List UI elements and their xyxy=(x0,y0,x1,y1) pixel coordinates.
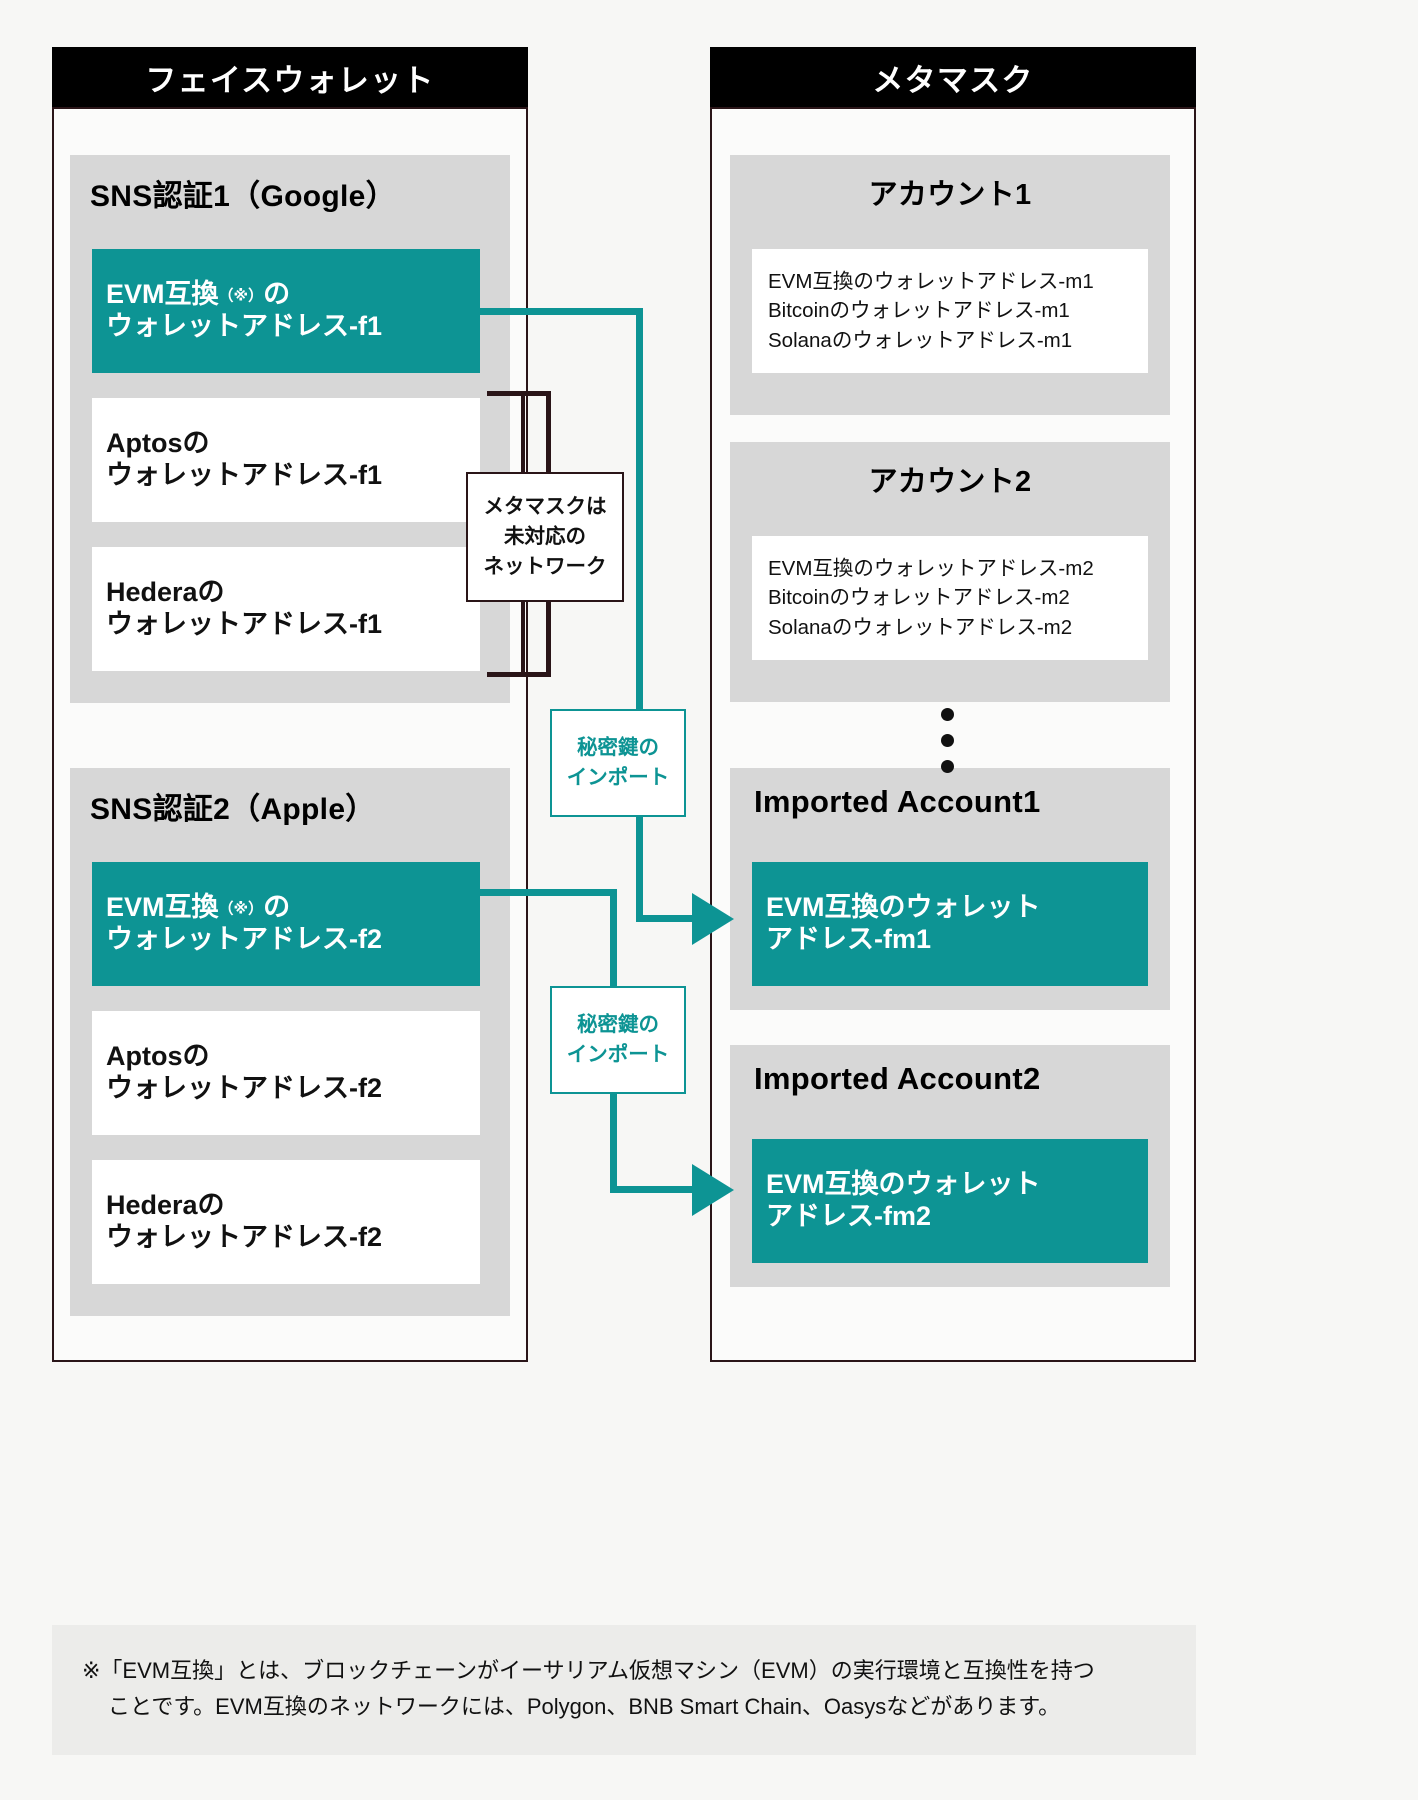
vertical-ellipsis-icon xyxy=(941,708,954,773)
chip-aptos-address-f1[interactable]: Aptosの ウォレットアドレス-f1 xyxy=(92,398,480,522)
connector-f2-h2 xyxy=(610,1186,698,1193)
label-line-2: インポート xyxy=(566,766,670,789)
group-title-account-1: アカウント1 xyxy=(868,179,1032,211)
note-line-1: メタマスクは xyxy=(483,495,607,519)
chip-evm-address-fm2[interactable]: EVM互換のウォレット アドレス-fm2 xyxy=(752,1139,1148,1263)
address-list-account-1: EVM互換のウォレットアドレス-m1 Bitcoinのウォレットアドレス-m1 … xyxy=(752,249,1148,373)
connector-unsupported-top xyxy=(487,391,551,396)
chip-line-1: EVM互換（※）の xyxy=(106,279,291,310)
connector-f1-v1 xyxy=(636,308,643,710)
chip-line-2: ウォレットアドレス-f1 xyxy=(106,460,382,490)
panel-header-metamask: メタマスク xyxy=(710,47,1196,107)
chip-line-2: ウォレットアドレス-f2 xyxy=(106,1222,382,1252)
chip-hedera-address-f1[interactable]: Hederaの ウォレットアドレス-f1 xyxy=(92,547,480,671)
address-line: Solanaのウォレットアドレス-m1 xyxy=(768,328,1073,352)
chip-line-1: Aptosの xyxy=(106,428,210,459)
chip-evm-address-f1[interactable]: EVM互換（※）の ウォレットアドレス-f1 xyxy=(92,249,480,373)
chip-line-2: アドレス-fm1 xyxy=(766,924,932,954)
label-private-key-import-2: 秘密鍵の インポート xyxy=(550,986,686,1094)
connector-f1-v2 xyxy=(636,816,643,922)
chip-hedera-address-f2[interactable]: Hederaの ウォレットアドレス-f2 xyxy=(92,1160,480,1284)
arrowhead-import-fm2 xyxy=(692,1164,734,1216)
address-list-account-2: EVM互換のウォレットアドレス-m2 Bitcoinのウォレットアドレス-m2 … xyxy=(752,536,1148,660)
group-title-imported-account-1: Imported Account1 xyxy=(754,784,1041,819)
chip-evm-address-f2[interactable]: EVM互換（※）の ウォレットアドレス-f2 xyxy=(92,862,480,986)
connector-f2-v2 xyxy=(610,1093,617,1193)
chip-line-1: Aptosの xyxy=(106,1041,210,1072)
label-line-1: 秘密鍵の xyxy=(577,1013,659,1037)
note-line-2: 未対応の xyxy=(504,525,586,549)
chip-line-1: EVM互換のウォレット xyxy=(766,1169,1041,1200)
note-line-3: ネットワーク xyxy=(483,554,607,578)
note-unsupported-network: メタマスクは 未対応の ネットワーク xyxy=(466,472,624,602)
panel-header-face-wallet: フェイスウォレット xyxy=(52,47,528,107)
label-private-key-import-1: 秘密鍵の インポート xyxy=(550,709,686,817)
group-title-imported-account-2: Imported Account2 xyxy=(754,1061,1041,1096)
chip-line-1: EVM互換のウォレット xyxy=(766,892,1041,923)
address-line: Solanaのウォレットアドレス-m2 xyxy=(768,615,1073,639)
chip-line-1: Hederaの xyxy=(106,577,225,608)
group-title-account-2: アカウント2 xyxy=(868,466,1032,498)
chip-line-2: ウォレットアドレス-f2 xyxy=(106,1073,382,1103)
chip-evm-address-fm1[interactable]: EVM互換のウォレット アドレス-fm1 xyxy=(752,862,1148,986)
panel-title-metamask: メタマスク xyxy=(872,62,1034,98)
connector-f1-h2 xyxy=(636,915,698,922)
panel-title-face-wallet: フェイスウォレット xyxy=(145,62,435,98)
group-title-sns-auth-1: SNS認証1（Google） xyxy=(90,180,396,213)
address-line: Bitcoinのウォレットアドレス-m1 xyxy=(768,299,1070,323)
chip-line-2: ウォレットアドレス-f1 xyxy=(106,609,382,639)
connector-unsupported-bottom xyxy=(487,672,551,677)
connector-f2-v1 xyxy=(610,889,617,986)
connector-f2-h1 xyxy=(480,889,610,896)
arrowhead-import-fm1 xyxy=(692,893,734,945)
chip-line-1: EVM互換（※）の xyxy=(106,892,291,923)
chip-aptos-address-f2[interactable]: Aptosの ウォレットアドレス-f2 xyxy=(92,1011,480,1135)
footnote-line-2: ことです。EVM互換のネットワークには、Polygon、BNB Smart Ch… xyxy=(108,1693,1061,1719)
group-title-sns-auth-2: SNS認証2（Apple） xyxy=(90,793,376,826)
connector-f1-h1 xyxy=(480,308,643,315)
chip-line-2: アドレス-fm2 xyxy=(766,1201,932,1231)
label-line-1: 秘密鍵の xyxy=(577,736,659,760)
address-line: EVM互換のウォレットアドレス-m2 xyxy=(768,557,1094,581)
address-line: Bitcoinのウォレットアドレス-m2 xyxy=(768,586,1070,610)
address-line: EVM互換のウォレットアドレス-m1 xyxy=(768,270,1094,294)
footnote-line-1: ※「EVM互換」とは、ブロックチェーンがイーサリアム仮想マシン（EVM）の実行環… xyxy=(82,1658,1095,1683)
chip-line-1: Hederaの xyxy=(106,1190,225,1221)
footnote-evm-compatible: ※「EVM互換」とは、ブロックチェーンがイーサリアム仮想マシン（EVM）の実行環… xyxy=(52,1625,1196,1755)
chip-line-2: ウォレットアドレス-f1 xyxy=(106,311,382,341)
label-line-2: インポート xyxy=(566,1043,670,1066)
chip-line-2: ウォレットアドレス-f2 xyxy=(106,924,382,954)
